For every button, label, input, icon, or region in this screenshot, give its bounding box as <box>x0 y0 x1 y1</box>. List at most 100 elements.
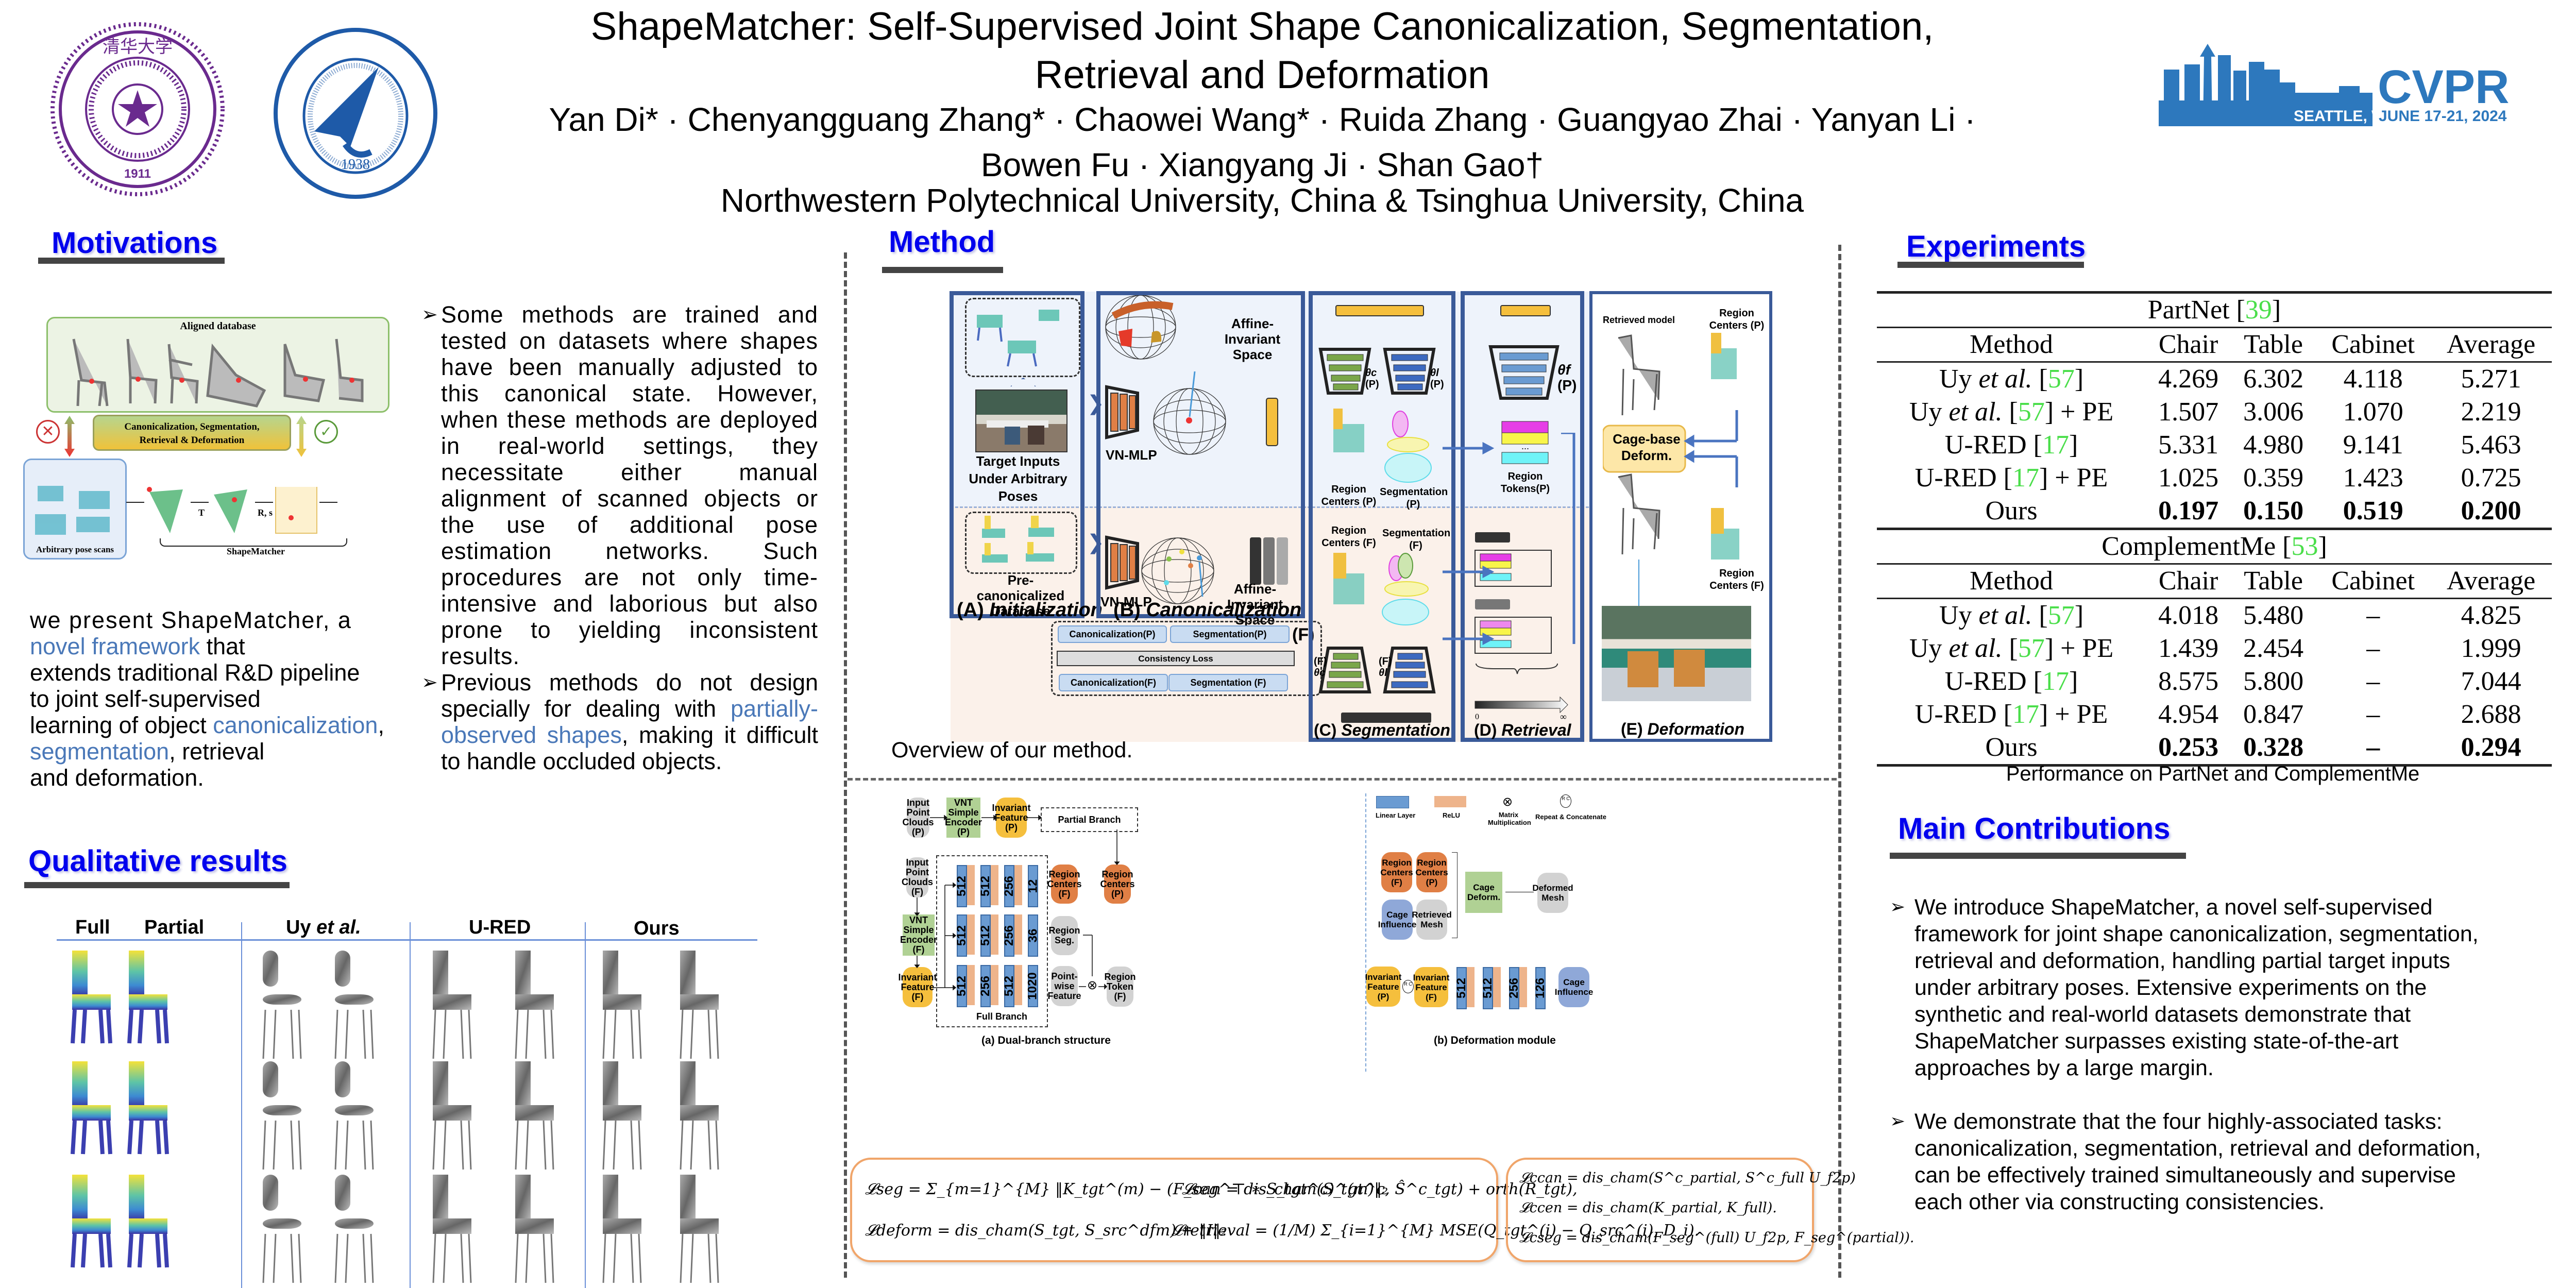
eq-deform: 𝓛deform = dis_cham(S_tgt, S_src^dfm) + ‖… <box>865 1222 1227 1240</box>
present-text: learning of object <box>30 712 213 738</box>
layer-size: 126 <box>1533 977 1548 999</box>
uy-italic: et al. <box>316 917 361 938</box>
region-seg-box: Region Seg. <box>1049 916 1080 955</box>
value-cell: 0.847 <box>2243 700 2304 729</box>
segmentation-diagram <box>1318 305 1436 723</box>
retrieved-model-label: Retrieved model <box>1603 315 1675 325</box>
panel-d-name: Retrieval <box>1501 721 1571 739</box>
panel-a-tag: (A) <box>957 599 984 621</box>
value-cell: 1.423 <box>2343 463 2403 493</box>
dataset-header-row: ComplementMe [53] <box>1877 528 2552 564</box>
matmul-icon: ⊗ <box>1502 795 1513 809</box>
mesh-chair <box>432 1061 472 1170</box>
motivation-figure: Aligned database ✕ Canonicalization, Seg… <box>23 317 407 560</box>
retrieval-diagram <box>1475 305 1568 714</box>
dataset-name: PartNet [39] <box>1877 291 2552 328</box>
column-header: Table <box>2231 563 2316 599</box>
pointwise-box: Point-wise Feature <box>1048 966 1081 1006</box>
panel-c-name: Segmentation <box>1341 721 1450 739</box>
vn-mlp-label-top: VN-MLP <box>1106 447 1157 463</box>
can-f-box: Canonicalization(F) <box>1059 674 1168 691</box>
mesh-chair <box>515 1061 554 1170</box>
value-cell: 1.507 <box>2158 397 2219 427</box>
value-cell: 5.463 <box>2461 430 2521 460</box>
linear-layer: 512 <box>978 914 992 957</box>
authors-line-1: Yan Di* · Chenyangguang Zhang* · Chaowei… <box>549 101 1976 138</box>
method-cell: U-RED [17] <box>1944 667 2078 696</box>
pointcloud-chair <box>127 951 169 1044</box>
header-rule <box>57 939 757 941</box>
linear-layer: 512 <box>955 914 969 957</box>
theta-c-label: θc <box>1365 367 1377 379</box>
method-cell: Uy et al. [57] + PE <box>1909 397 2114 427</box>
authors: Yan Di* · Chenyangguang Zhang* · Chaowei… <box>464 97 2061 188</box>
eq-can: 𝓛can = dis_cham(S_tgt^c, Ŝ^c_tgt) + orth… <box>1182 1180 1578 1198</box>
chair-shape <box>1628 651 1658 687</box>
deformed-mesh-box: Deformed Mesh <box>1532 873 1573 913</box>
svg-text:1911: 1911 <box>124 167 151 181</box>
rc-glyph: R C <box>1404 981 1412 987</box>
contributions-list: We introduce ShapeMatcher, a novel self-… <box>1890 894 2498 1242</box>
value-cell: 6.302 <box>2231 361 2316 396</box>
value-cell: 0.519 <box>2343 496 2403 526</box>
dual-branch-figure: Input Point Clouds (P) VNT Simple Encode… <box>876 788 1365 1149</box>
column-header: Average <box>2430 563 2552 599</box>
theta-l-p: θl(P) <box>1430 367 1444 390</box>
legend-linear-swatch <box>1376 796 1409 808</box>
uy-prefix: Uy <box>286 917 317 938</box>
poster-title: ShapeMatcher: Self-Supervised Joint Shap… <box>464 3 2061 99</box>
value-cell: 3.006 <box>2243 397 2304 427</box>
relu-layer <box>991 914 998 955</box>
value-cell: 5.480 <box>2231 598 2316 632</box>
value-cell: 0.197 <box>2158 496 2219 526</box>
pointcloud-chair <box>127 1175 169 1268</box>
experiments-caption: Performance on PartNet and ComplementMe <box>2006 762 2420 785</box>
mesh-chair <box>262 1175 302 1283</box>
method-cell: Ours <box>1985 496 2038 526</box>
motivation-bullet-1: Some methods are trained and tested on d… <box>421 301 818 669</box>
f-label: (F) <box>1379 656 1392 667</box>
panel-a-title: (A) Initialization <box>957 599 1103 621</box>
matmul-icon: ⊗ <box>1087 978 1098 992</box>
linear-layer: 512 <box>1481 967 1495 1009</box>
authors-line-2: Bowen Fu · Xiangyang Ji · Shan Gao† <box>980 146 1544 183</box>
title-line-1: ShapeMatcher: Self-Supervised Joint Shap… <box>590 5 1934 48</box>
method-cell: U-RED [17] <box>1944 430 2078 460</box>
retrieved-mesh-box: Retrieved Mesh <box>1412 900 1452 940</box>
pointcloud-chair <box>127 1061 169 1155</box>
cage-deform-label: Cage-base Deform. <box>1613 431 1681 463</box>
seattle-skyline-icon: SEATTLE, WA CVPR JUNE 17-21, 2024 <box>2159 44 2510 126</box>
deformation-module-caption: (b) Deformation module <box>1434 1035 1556 1046</box>
mesh-chair <box>602 1061 642 1170</box>
experiments-heading: Experiments <box>1906 230 2086 263</box>
value-cell: 4.980 <box>2243 430 2304 460</box>
col-header-full: Full <box>75 917 110 938</box>
motivations-underline <box>38 258 225 264</box>
legend-matmul-label: Matrix Multiplication <box>1488 811 1531 826</box>
qualitative-chairs <box>71 951 719 1283</box>
value-cell: 1.999 <box>2461 634 2521 663</box>
relu-layer <box>967 865 975 905</box>
pointcloud-chair <box>71 1061 112 1155</box>
qualitative-heading: Qualitative results <box>28 844 287 878</box>
theta-l-label: θl <box>1379 667 1387 679</box>
chair-shape <box>1674 650 1705 687</box>
present-text: , retrieval <box>169 738 265 765</box>
chevron-right-icon: ❯ <box>1087 392 1105 415</box>
scans-label: Arbitrary pose scans <box>36 545 114 554</box>
classroom-photo <box>975 389 1067 452</box>
deformation-diagram <box>1603 333 1739 673</box>
space-label-bottom: Affine-Invariant Space <box>1227 581 1283 628</box>
theta-c-f: (F)θc <box>1314 656 1327 679</box>
theta-c-p: θc(P) <box>1365 367 1379 390</box>
value-cell: 2.219 <box>2461 397 2521 427</box>
value-cell: 0.359 <box>2243 463 2304 493</box>
affiliation: Northwestern Polytechnical University, C… <box>720 182 1804 219</box>
linear-layer: 126 <box>1533 967 1548 1009</box>
linear-layer: 256 <box>1002 914 1016 957</box>
present-line-1: we present ShapeMatcher, a <box>30 607 352 633</box>
